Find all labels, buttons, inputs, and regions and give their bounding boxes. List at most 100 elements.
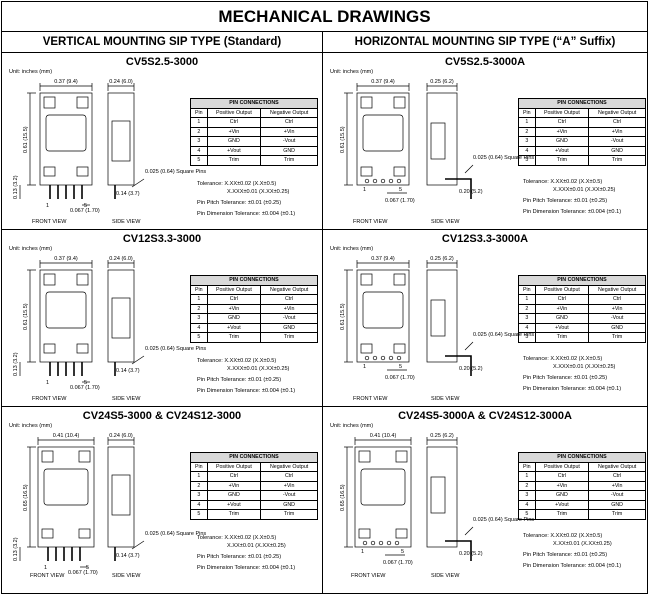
drawing-cell: CV24S5-3000A & CV24S12-3000A Unit: inche… — [323, 407, 647, 583]
pin-cell: +Vout — [534, 499, 590, 510]
pin-cell: Trim — [260, 509, 318, 520]
height-dimension: 0.65 (16.5) — [23, 484, 29, 511]
pin-dimension-tolerance: Pin Dimension Tolerance: ±0.004 (±0.1) — [523, 209, 622, 215]
tolerance-line: X.XXX±0.01 (X.XX±0.25) — [227, 366, 290, 372]
front-view-label: FRONT VIEW — [351, 573, 386, 579]
pin-row: 2+Vin+Vin — [518, 480, 646, 491]
pin-cell: 1 — [190, 117, 208, 128]
inductor-component — [360, 273, 373, 286]
drawing-cell: CV12S3.3-3000 Unit: inches (mm) — [2, 230, 322, 406]
pin-group — [47, 547, 81, 561]
transformer-component — [362, 114, 404, 152]
pin-cell: Trim — [206, 509, 262, 520]
pin-cell: 5 — [518, 509, 536, 520]
pitch-dimension: 0.067 (1.70) — [68, 570, 98, 576]
pin-cell: +Vin — [588, 126, 646, 137]
pin-table-header: Pin — [190, 461, 208, 472]
tolerance-line: X.XXX±0.01 (X.XX±0.25) — [227, 189, 290, 195]
inductor-component — [76, 96, 89, 109]
pin-5-label: 5 — [84, 380, 87, 386]
pin-table-title: PIN CONNECTIONS — [190, 452, 318, 463]
side-view-label: SIDE VIEW — [112, 396, 141, 402]
depth-dimension: 0.25 (6.2) — [430, 256, 454, 262]
pin-cell: +Vin — [588, 480, 646, 491]
pin-size-dimension: 0.025 (0.64) Square Pins — [145, 346, 206, 352]
capacitor-component — [393, 343, 406, 354]
pin-1-label: 1 — [46, 203, 49, 209]
pin-cell: GND — [260, 499, 318, 510]
pin-cell: 1 — [190, 471, 208, 482]
pin-table-header: Positive Output — [534, 461, 590, 472]
pin-cell: 3 — [518, 490, 536, 501]
width-dimension: 0.41 (10.4) — [370, 433, 397, 439]
module-body-front — [37, 446, 95, 548]
depth-dimension: 0.24 (6.0) — [109, 79, 133, 85]
tolerance-notes: Tolerance: X.XX±0.02 (X.X±0.5) X.XXX±0.0… — [197, 180, 295, 218]
pin-cell: 3 — [190, 136, 208, 147]
unit-label: Unit: inches (mm) — [9, 423, 53, 429]
lead-dimension: 0.13 (3.2) — [13, 352, 19, 376]
capacitor-component — [78, 528, 91, 539]
pin-table-header: Negative Output — [588, 461, 646, 472]
side-profile-component — [430, 299, 446, 337]
tolerance-notes: Tolerance: X.XX±0.02 (X.X±0.5) X.XXX±0.0… — [197, 357, 295, 395]
pin-table-header: Pin — [518, 107, 536, 118]
height-dimension: 0.61 (15.5) — [23, 126, 29, 153]
drawing-cell: CV5S2.5-3000A Unit: inches (mm) — [323, 53, 647, 229]
pin-cell: -Vout — [588, 313, 646, 324]
pin-cell: 1 — [518, 117, 536, 128]
pin-table-title: PIN CONNECTIONS — [518, 452, 646, 463]
width-dimension: 0.41 (10.4) — [53, 433, 80, 439]
pin-table-header: Negative Output — [588, 284, 646, 295]
column-heading-vertical: VERTICAL MOUNTING SIP TYPE (Standard) — [2, 32, 322, 53]
pin-cell: Ctrl — [260, 117, 318, 128]
pin-cell: 4 — [190, 145, 208, 156]
inductor-component — [76, 273, 89, 286]
pin-table-header: Positive Output — [206, 107, 262, 118]
pin-table-title: PIN CONNECTIONS — [190, 98, 318, 109]
outline-drawing: 0.41 (10.4) 0.65 (16.5) 0.13 (3.2) 0.067… — [13, 433, 206, 579]
pin-pitch-tolerance: Pin Pitch Tolerance: ±0.01 (±0.25) — [197, 200, 282, 206]
tolerance-line: X.XX±0.01 (X.XX±0.25) — [553, 541, 612, 547]
pin-cell: 1 — [190, 294, 208, 305]
module-body-side — [426, 92, 458, 186]
pin-cell: Ctrl — [206, 294, 262, 305]
pin-cell: 3 — [518, 313, 536, 324]
module-body-front — [39, 269, 93, 363]
pin-table-header: Positive Output — [206, 461, 262, 472]
pin-pitch-tolerance: Pin Pitch Tolerance: ±0.01 (±0.25) — [197, 554, 282, 560]
pin-cell: 5 — [518, 155, 536, 166]
depth-dimension: 0.24 (6.0) — [109, 433, 133, 439]
module-body-side — [426, 269, 458, 363]
height-dimension: 0.61 (15.5) — [23, 303, 29, 330]
pin-cell: +Vout — [534, 145, 590, 156]
pin-cell: +Vout — [534, 322, 590, 333]
pin-table-header: Positive Output — [534, 284, 590, 295]
pin-cell: +Vin — [260, 303, 318, 314]
pin-cell: GND — [588, 145, 646, 156]
transformer-component — [43, 468, 89, 506]
pin-cell: +Vin — [534, 480, 590, 491]
pin-cell: -Vout — [260, 136, 318, 147]
unit-label: Unit: inches (mm) — [9, 69, 53, 75]
tolerance-notes: Tolerance: X.XX±0.02 (X.X±0.5) X.XX±0.01… — [197, 534, 295, 572]
pin-cell: +Vin — [260, 126, 318, 137]
lead-dimension: 0.13 (3.2) — [13, 175, 19, 199]
pin-group — [362, 540, 400, 546]
transformer-component — [45, 291, 87, 329]
model-title: CV5S2.5-3000 — [125, 56, 199, 68]
unit-label: Unit: inches (mm) — [9, 246, 53, 252]
drawing-cell: CV5S2.5-3000 Unit: inches (mm) — [2, 53, 322, 229]
width-dimension: 0.37 (9.4) — [54, 79, 78, 85]
drawing-cell: CV12S3.3-3000A Unit: inches (mm) — [323, 230, 647, 406]
pin-cell: 3 — [190, 313, 208, 324]
